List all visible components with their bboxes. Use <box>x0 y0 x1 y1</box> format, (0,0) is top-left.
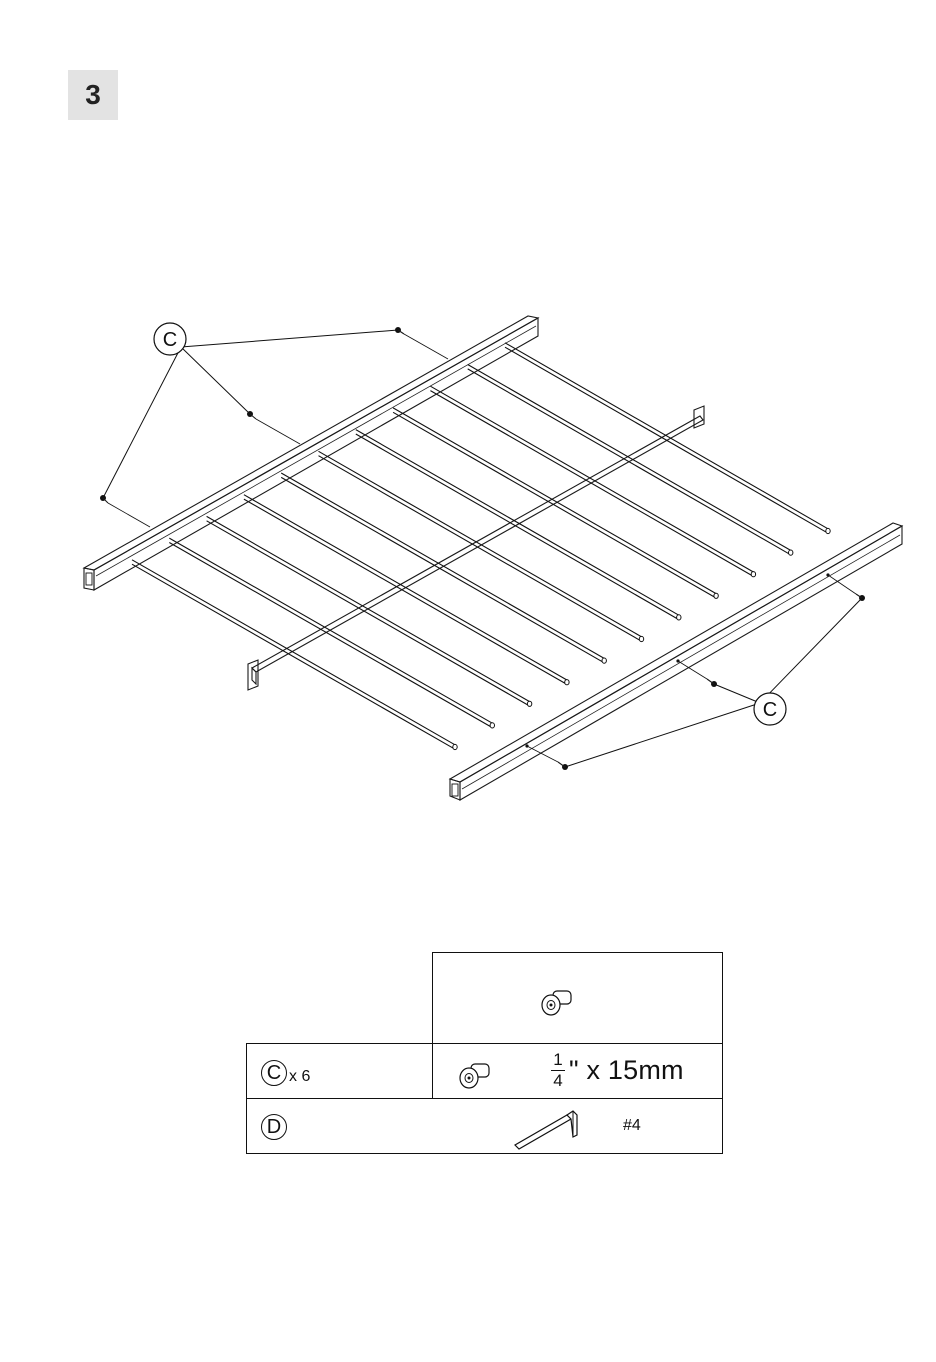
callout-c-bottom: C <box>754 693 786 725</box>
allen-key-icon <box>511 1105 591 1151</box>
callout-c-top: C <box>154 323 186 355</box>
bolt-c-5 <box>707 679 717 687</box>
bolt-icon <box>533 985 593 1025</box>
part-c-size: " x 15mm <box>569 1055 684 1086</box>
parts-row-c-detail-cell: 1 4 " x 15mm <box>432 1043 723 1099</box>
svg-text:C: C <box>763 699 777 721</box>
size-fraction-denominator: 4 <box>551 1072 565 1089</box>
part-letter-d: D <box>261 1114 287 1140</box>
parts-table-header-cell <box>432 952 723 1044</box>
parts-row-d-cell: D #4 <box>246 1098 723 1154</box>
center-support-rail <box>248 406 704 690</box>
part-c-quantity: x 6 <box>289 1068 310 1086</box>
right-side-rail <box>450 523 902 800</box>
svg-text:C: C <box>163 329 177 351</box>
insertion-guides <box>108 334 856 762</box>
left-side-rail <box>84 316 538 590</box>
slat-rod <box>169 538 494 728</box>
size-fraction-numerator: 1 <box>551 1051 565 1068</box>
part-letter-c: C <box>261 1060 287 1086</box>
callout-leaders <box>103 330 862 767</box>
slat-rod <box>132 560 457 750</box>
slat-rod <box>207 516 532 706</box>
parts-row-c-label-cell: C x 6 <box>246 1043 433 1099</box>
part-d-size: #4 <box>623 1117 641 1135</box>
bolt-icon <box>451 1056 511 1096</box>
